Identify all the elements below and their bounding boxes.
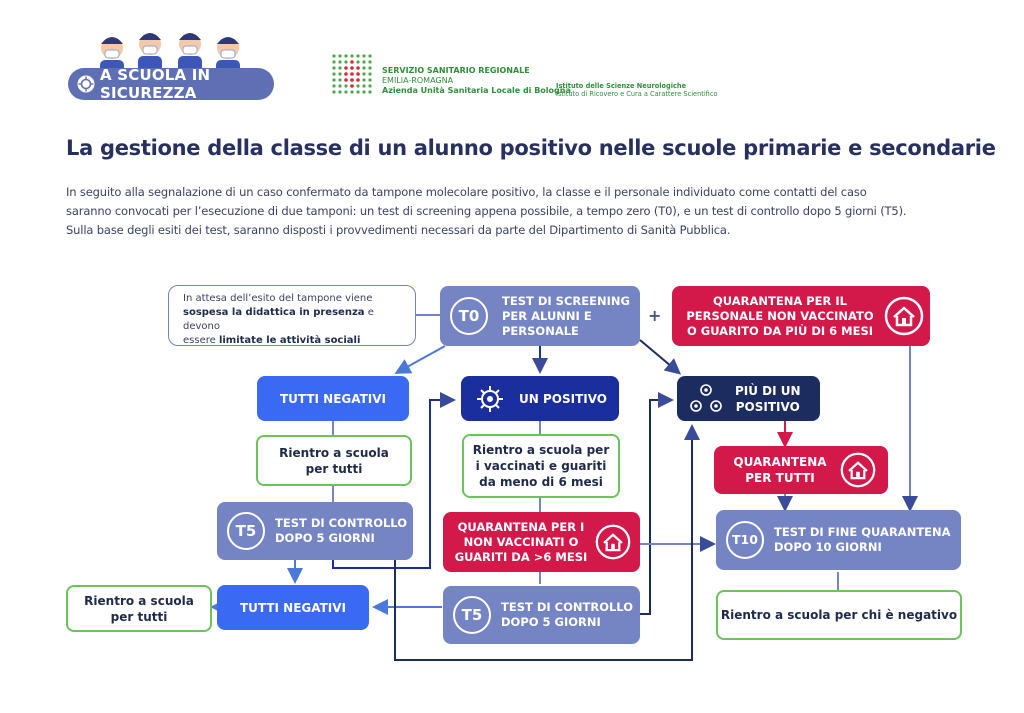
note-line1: In attesa dell’esito del tampone viene (183, 293, 373, 304)
t5-left-label: TEST DI CONTROLLO DOPO 5 GIORNI (275, 516, 407, 546)
back-all-2-line1: Rientro a scuola (84, 593, 194, 608)
arrow-t0-tuttinegativi (394, 345, 446, 374)
t0-badge: T0 (450, 297, 488, 335)
back-vacc-line3: da meno di 6 mesi (479, 475, 603, 489)
node-all-negative-2: TUTTI NEGATIVI (217, 585, 369, 630)
back-neg-label: Rientro a scuola per chi è negativo (720, 608, 958, 622)
t10-badge: T10 (726, 521, 764, 559)
node-t0-screening: T0 TEST DI SCREENING PER ALUNNI E PERSON… (440, 286, 640, 346)
node-back-vaccinated: Rientro a scuola per i vaccinati e guari… (462, 434, 620, 498)
arrow-t0-piupositivi (639, 339, 682, 375)
virus-icon (477, 385, 503, 412)
node-back-all-1: Rientro a scuola per tutti (256, 435, 412, 486)
school-banner-label: A SCUOLA IN SICUREZZA (100, 66, 211, 102)
back-all-2-label: Rientro a scuola per tutti (84, 593, 194, 625)
quar-nonvacc-line3: GUARITI DA >6 MESI (454, 549, 588, 564)
node-t5-control-left: T5 TEST DI CONTROLLO DOPO 5 GIORNI (217, 502, 413, 560)
back-all-1-line2: per tutti (305, 461, 363, 476)
back-vacc-line1: Rientro a scuola per (472, 443, 610, 457)
quar-staff-line1: QUARANTENA PER IL (712, 293, 848, 308)
quar-nonvacc-line2: NON VACCINATI O (463, 534, 579, 549)
arrow-t5mid-piupositivi (640, 392, 674, 615)
quar-all-line2: PER TUTTI (745, 471, 815, 485)
t10-line2: DOPO 10 GIORNI (774, 540, 882, 554)
node-quarantine-all: QUARANTENA PER TUTTI (714, 446, 888, 494)
isn-logo-text: Istituto delle Scienze Neurologiche Isti… (556, 82, 718, 98)
note-bold-limited: limitate le attività sociali (218, 335, 361, 346)
t5-left-line1: TEST DI CONTROLLO (275, 516, 407, 530)
node-one-positive: UN POSITIVO (461, 376, 619, 421)
more-pos-label: PIÙ DI UN POSITIVO (735, 383, 801, 415)
isn-line1: Istituto delle Scienze Neurologiche (556, 82, 687, 90)
ssr-logo-text: SERVIZIO SANITARIO REGIONALE EMILIA-ROMA… (382, 66, 571, 96)
t0-line3: PERSONALE (502, 323, 579, 338)
ssr-line2: EMILIA-ROMAGNA (382, 76, 454, 85)
ssr-line1: SERVIZIO SANITARIO REGIONALE (382, 66, 530, 75)
quar-nonvacc-label: QUARANTENA PER I NON VACCINATI O GUARITI… (451, 520, 591, 565)
t5-left-badge: T5 (227, 512, 265, 550)
more-pos-line1: PIÙ DI UN (735, 383, 801, 398)
quar-all-label: QUARANTENA PER TUTTI (726, 454, 834, 486)
note-waiting-result: In attesa dell’esito del tampone viene s… (168, 285, 416, 346)
back-all-1-line1: Rientro a scuola (279, 445, 389, 460)
quar-staff-line2: PERSONALE NON VACCINATO (686, 308, 874, 323)
t5-mid-badge: T5 (453, 596, 491, 634)
page-title: La gestione della classe di un alunno po… (66, 136, 996, 160)
t5-left-line2: DOPO 5 GIORNI (275, 531, 375, 545)
t5-mid-line2: DOPO 5 GIORNI (501, 615, 601, 629)
t10-line1: TEST DI FINE QUARANTENA (774, 525, 951, 539)
back-vacc-line2: i vaccinati e guariti (475, 459, 607, 473)
note-line3: essere limitate le attività sociali (183, 334, 405, 348)
t0-line2: PER ALUNNI E (502, 308, 592, 323)
note-line2: sospesa la didattica in presenza e devon… (183, 306, 405, 334)
intro-paragraph: In seguito alla segnalazione di un caso … (66, 183, 1011, 240)
back-all-2-line2: per tutti (110, 609, 168, 624)
viruses-icon (690, 383, 722, 412)
quar-staff-line3: O GUARITO DA PIÙ DI 6 MESI (686, 323, 874, 338)
t0-label: TEST DI SCREENING PER ALUNNI E PERSONALE (502, 294, 630, 339)
virus-icon (77, 75, 95, 93)
node-all-negative-1: TUTTI NEGATIVI (257, 376, 409, 421)
more-pos-line2: POSITIVO (735, 399, 800, 414)
plus-sign: + (648, 306, 662, 325)
home-icon (840, 452, 876, 488)
isn-line2: Istituto di Ricovero e Cura a Carattere … (556, 90, 718, 98)
node-t10-end-quarantine: T10 TEST DI FINE QUARANTENA DOPO 10 GIOR… (716, 510, 961, 570)
t5-mid-line1: TEST DI CONTROLLO (501, 600, 633, 614)
node-back-negative: Rientro a scuola per chi è negativo (716, 590, 962, 640)
quar-nonvacc-line1: QUARANTENA PER I (457, 519, 585, 534)
note-line2-rest: e devono (183, 307, 374, 332)
t0-line1: TEST DI SCREENING (502, 293, 630, 308)
node-more-positive: PIÙ DI UN POSITIVO (677, 376, 820, 421)
t10-label: TEST DI FINE QUARANTENA DOPO 10 GIORNI (774, 525, 951, 555)
node-back-all-2: Rientro a scuola per tutti (66, 585, 212, 632)
all-neg-1-label: TUTTI NEGATIVI (279, 391, 387, 406)
intro-line1: In seguito alla segnalazione di un caso … (66, 185, 867, 199)
back-all-1-label: Rientro a scuola per tutti (279, 445, 389, 477)
node-quarantine-nonvaccinated: QUARANTENA PER I NON VACCINATI O GUARITI… (443, 512, 640, 572)
all-neg-2-label: TUTTI NEGATIVI (239, 600, 347, 615)
school-safety-banner: A SCUOLA IN SICUREZZA (68, 66, 274, 102)
node-t5-control-middle: T5 TEST DI CONTROLLO DOPO 5 GIORNI (443, 586, 640, 644)
intro-line3: Sulla base degli esiti dei test, saranno… (66, 223, 731, 237)
t5-mid-label: TEST DI CONTROLLO DOPO 5 GIORNI (501, 600, 633, 630)
quar-staff-label: QUARANTENA PER IL PERSONALE NON VACCINAT… (682, 294, 878, 339)
home-icon (884, 296, 924, 336)
node-quarantine-staff: QUARANTENA PER IL PERSONALE NON VACCINAT… (672, 286, 930, 346)
intro-line2: saranno convocati per l’esecuzione di du… (66, 204, 907, 218)
note-bold-suspended: sospesa la didattica in presenza (183, 307, 365, 318)
one-pos-label: UN POSITIVO (519, 391, 607, 406)
back-vacc-label: Rientro a scuola per i vaccinati e guari… (473, 442, 609, 490)
quar-all-line1: QUARANTENA (733, 455, 827, 469)
ssr-logo-icon (332, 54, 372, 94)
note-line3-pre: essere (183, 335, 219, 346)
home-icon (595, 524, 631, 560)
ssr-line3: Azienda Unità Sanitaria Locale di Bologn… (382, 86, 571, 95)
